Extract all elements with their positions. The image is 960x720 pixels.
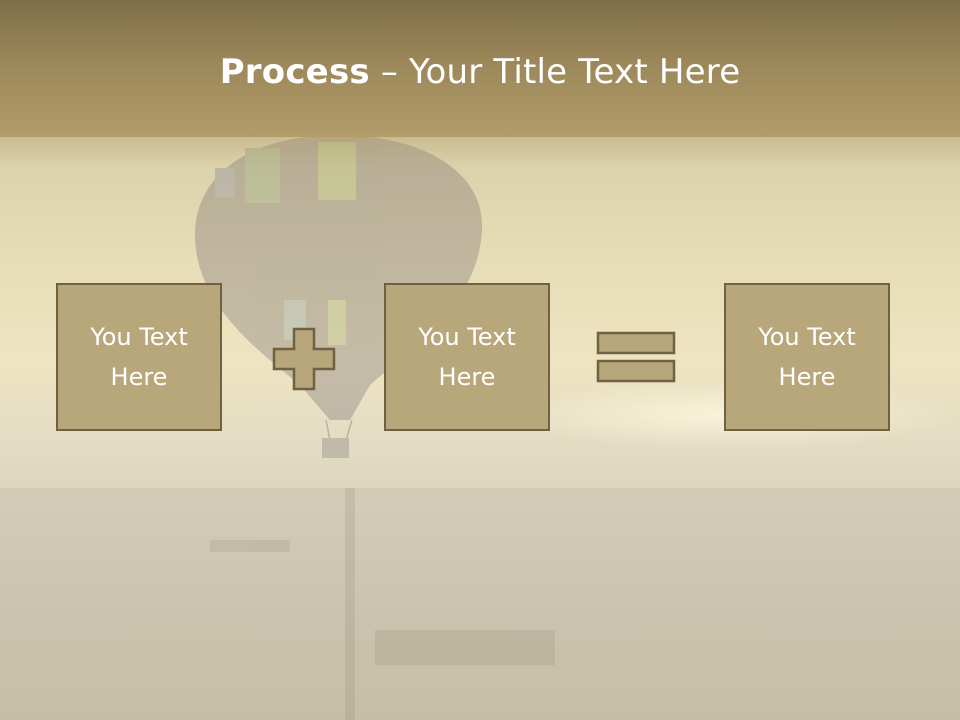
plus-icon xyxy=(272,327,336,391)
process-box-1[interactable]: You Text Here xyxy=(56,283,222,431)
title-bold: Process xyxy=(219,52,370,92)
process-box-3-label: You Text Here xyxy=(758,323,856,391)
process-box-2[interactable]: You Text Here xyxy=(384,283,550,431)
equals-icon xyxy=(596,331,676,383)
process-box-2-label: You Text Here xyxy=(418,323,516,391)
process-box-3[interactable]: You Text Here xyxy=(724,283,890,431)
process-box-1-label: You Text Here xyxy=(90,323,188,391)
farmland xyxy=(0,488,960,720)
banner-fade xyxy=(0,137,960,167)
title-banner xyxy=(0,0,960,137)
slide-title[interactable]: Process – Your Title Text Here xyxy=(0,52,960,92)
title-rest: – Your Title Text Here xyxy=(369,52,741,92)
